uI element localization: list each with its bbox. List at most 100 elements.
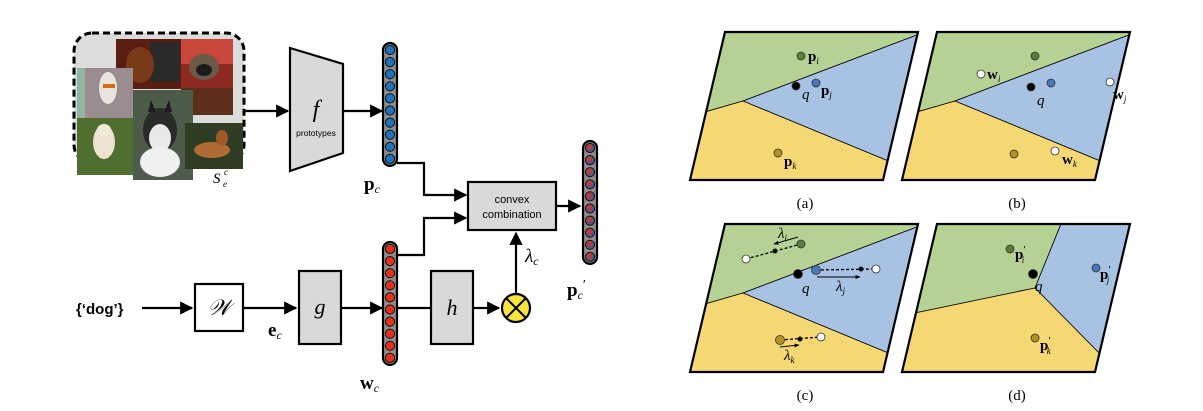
W-embedding-block: 𝒲: [193, 282, 245, 333]
dog-photo-husky: [133, 90, 193, 180]
interp-line-j: [815, 268, 877, 271]
point-p-i-prime: [772, 248, 778, 254]
region-yellow: [902, 100, 1130, 180]
pc-prime-unit: [584, 179, 596, 190]
point-q: [1026, 82, 1036, 92]
wc-unit: [384, 256, 396, 267]
pc-prime-unit: [584, 251, 596, 262]
label-p-k: pk: [784, 154, 797, 171]
pc-prime-unit: [584, 215, 596, 226]
wc-unit: [384, 268, 396, 279]
f-symbol: f: [313, 97, 323, 123]
adapted-prototype-vector: [581, 139, 599, 266]
point-p-j: [811, 78, 821, 88]
h-symbol: h: [447, 295, 458, 320]
f-caption: prototypes: [296, 128, 336, 138]
input-word: {‘dog’}: [76, 301, 124, 318]
pc-prime-unit: [584, 167, 596, 178]
dog-photo-shepherd: [185, 123, 243, 169]
point-p-i: [796, 51, 806, 61]
g-symbol: g: [315, 294, 326, 319]
dog-photo-pug: [181, 39, 233, 115]
wc-unit: [384, 340, 396, 351]
region-yellow: [902, 287, 1130, 372]
pc-unit: [384, 129, 396, 140]
lambda-k-arrow: [779, 343, 800, 348]
wc-unit: [384, 352, 396, 363]
point-p-j: [1046, 78, 1056, 88]
point-q: [1028, 269, 1038, 279]
panel-c: λi q λj λk (c): [688, 222, 920, 404]
point-w-j: [1105, 77, 1115, 87]
prototype-vector-pc: [381, 41, 399, 168]
label-p-i-prime: p′i: [1015, 244, 1026, 265]
label-q: q: [802, 87, 810, 103]
support-set-label: S: [213, 171, 221, 187]
point-w-k: [1050, 146, 1060, 156]
pc-unit: [384, 57, 396, 68]
embedding-space-border: [688, 222, 920, 374]
pc-prime-unit: [584, 155, 596, 166]
label-w-k: wk: [1062, 152, 1078, 169]
wc-unit: [384, 292, 396, 303]
pc-label: pc: [364, 174, 381, 196]
point-p-k-prime: [1030, 333, 1040, 343]
pc-unit: [384, 141, 396, 152]
dog-photo-running: [77, 118, 133, 175]
convex-line1: convex: [495, 194, 530, 206]
point-p-k: [775, 335, 785, 345]
point-w-i: [976, 69, 986, 79]
label-w-j: wj: [1113, 87, 1127, 104]
wc-label: wc: [360, 373, 380, 395]
arrow-wc-to-convex: [397, 211, 468, 257]
pc-unit: [384, 105, 396, 116]
label-w-i: wi: [987, 67, 1001, 84]
wc-unit: [384, 280, 396, 291]
pc-unit: [384, 153, 396, 164]
g-block: g: [297, 269, 343, 346]
point-p-k-prime: [797, 336, 803, 342]
convex-line2: combination: [482, 209, 541, 221]
region-yellow: [690, 292, 918, 372]
pc-prime-unit: [584, 227, 596, 238]
panel-d: p′iqp′jp′k(d): [900, 222, 1132, 404]
point-q: [793, 269, 803, 279]
label-p-j: pj: [821, 83, 832, 100]
pc-prime-label: pc′: [567, 278, 586, 302]
label-p-j-prime: p′j: [1100, 264, 1111, 285]
point-p-k: [1009, 149, 1019, 159]
circle-times-icon: [500, 292, 532, 324]
pc-prime-unit: [584, 203, 596, 214]
panel-caption-d: (d): [1008, 388, 1026, 404]
arrow-pc-to-convex: [397, 161, 468, 202]
label-lambda-i: λi: [777, 226, 788, 243]
label-p-i: pi: [808, 49, 819, 66]
wc-unit: [384, 243, 396, 255]
label-q: q: [802, 281, 810, 297]
point-p-k: [773, 148, 783, 158]
embedding-space-border: [900, 30, 1132, 182]
pc-unit: [384, 44, 396, 56]
embedding-space-border: [900, 222, 1132, 374]
h-block: h: [429, 269, 475, 346]
point-q: [791, 81, 801, 91]
point-p-j-prime: [1091, 263, 1101, 273]
label-q: q: [1037, 93, 1045, 109]
label-lambda-j: λj: [835, 279, 846, 296]
panel-caption-c: (c): [797, 388, 814, 404]
ec-label: ec: [268, 320, 282, 342]
point-p-i-prime: [1005, 244, 1015, 254]
lambda-i-arrow: [773, 236, 799, 245]
support-set-sup: c: [224, 167, 228, 177]
convex-combination-block: convex combination: [466, 180, 558, 232]
point-w-i: [741, 254, 751, 264]
label-lambda-k: λk: [783, 348, 796, 365]
region-yellow: [690, 100, 918, 180]
panel-caption-a: (a): [797, 196, 814, 212]
pc-unit: [384, 93, 396, 104]
point-p-j: [811, 265, 821, 275]
point-w-k: [816, 332, 826, 342]
interp-line-i: [745, 243, 802, 260]
